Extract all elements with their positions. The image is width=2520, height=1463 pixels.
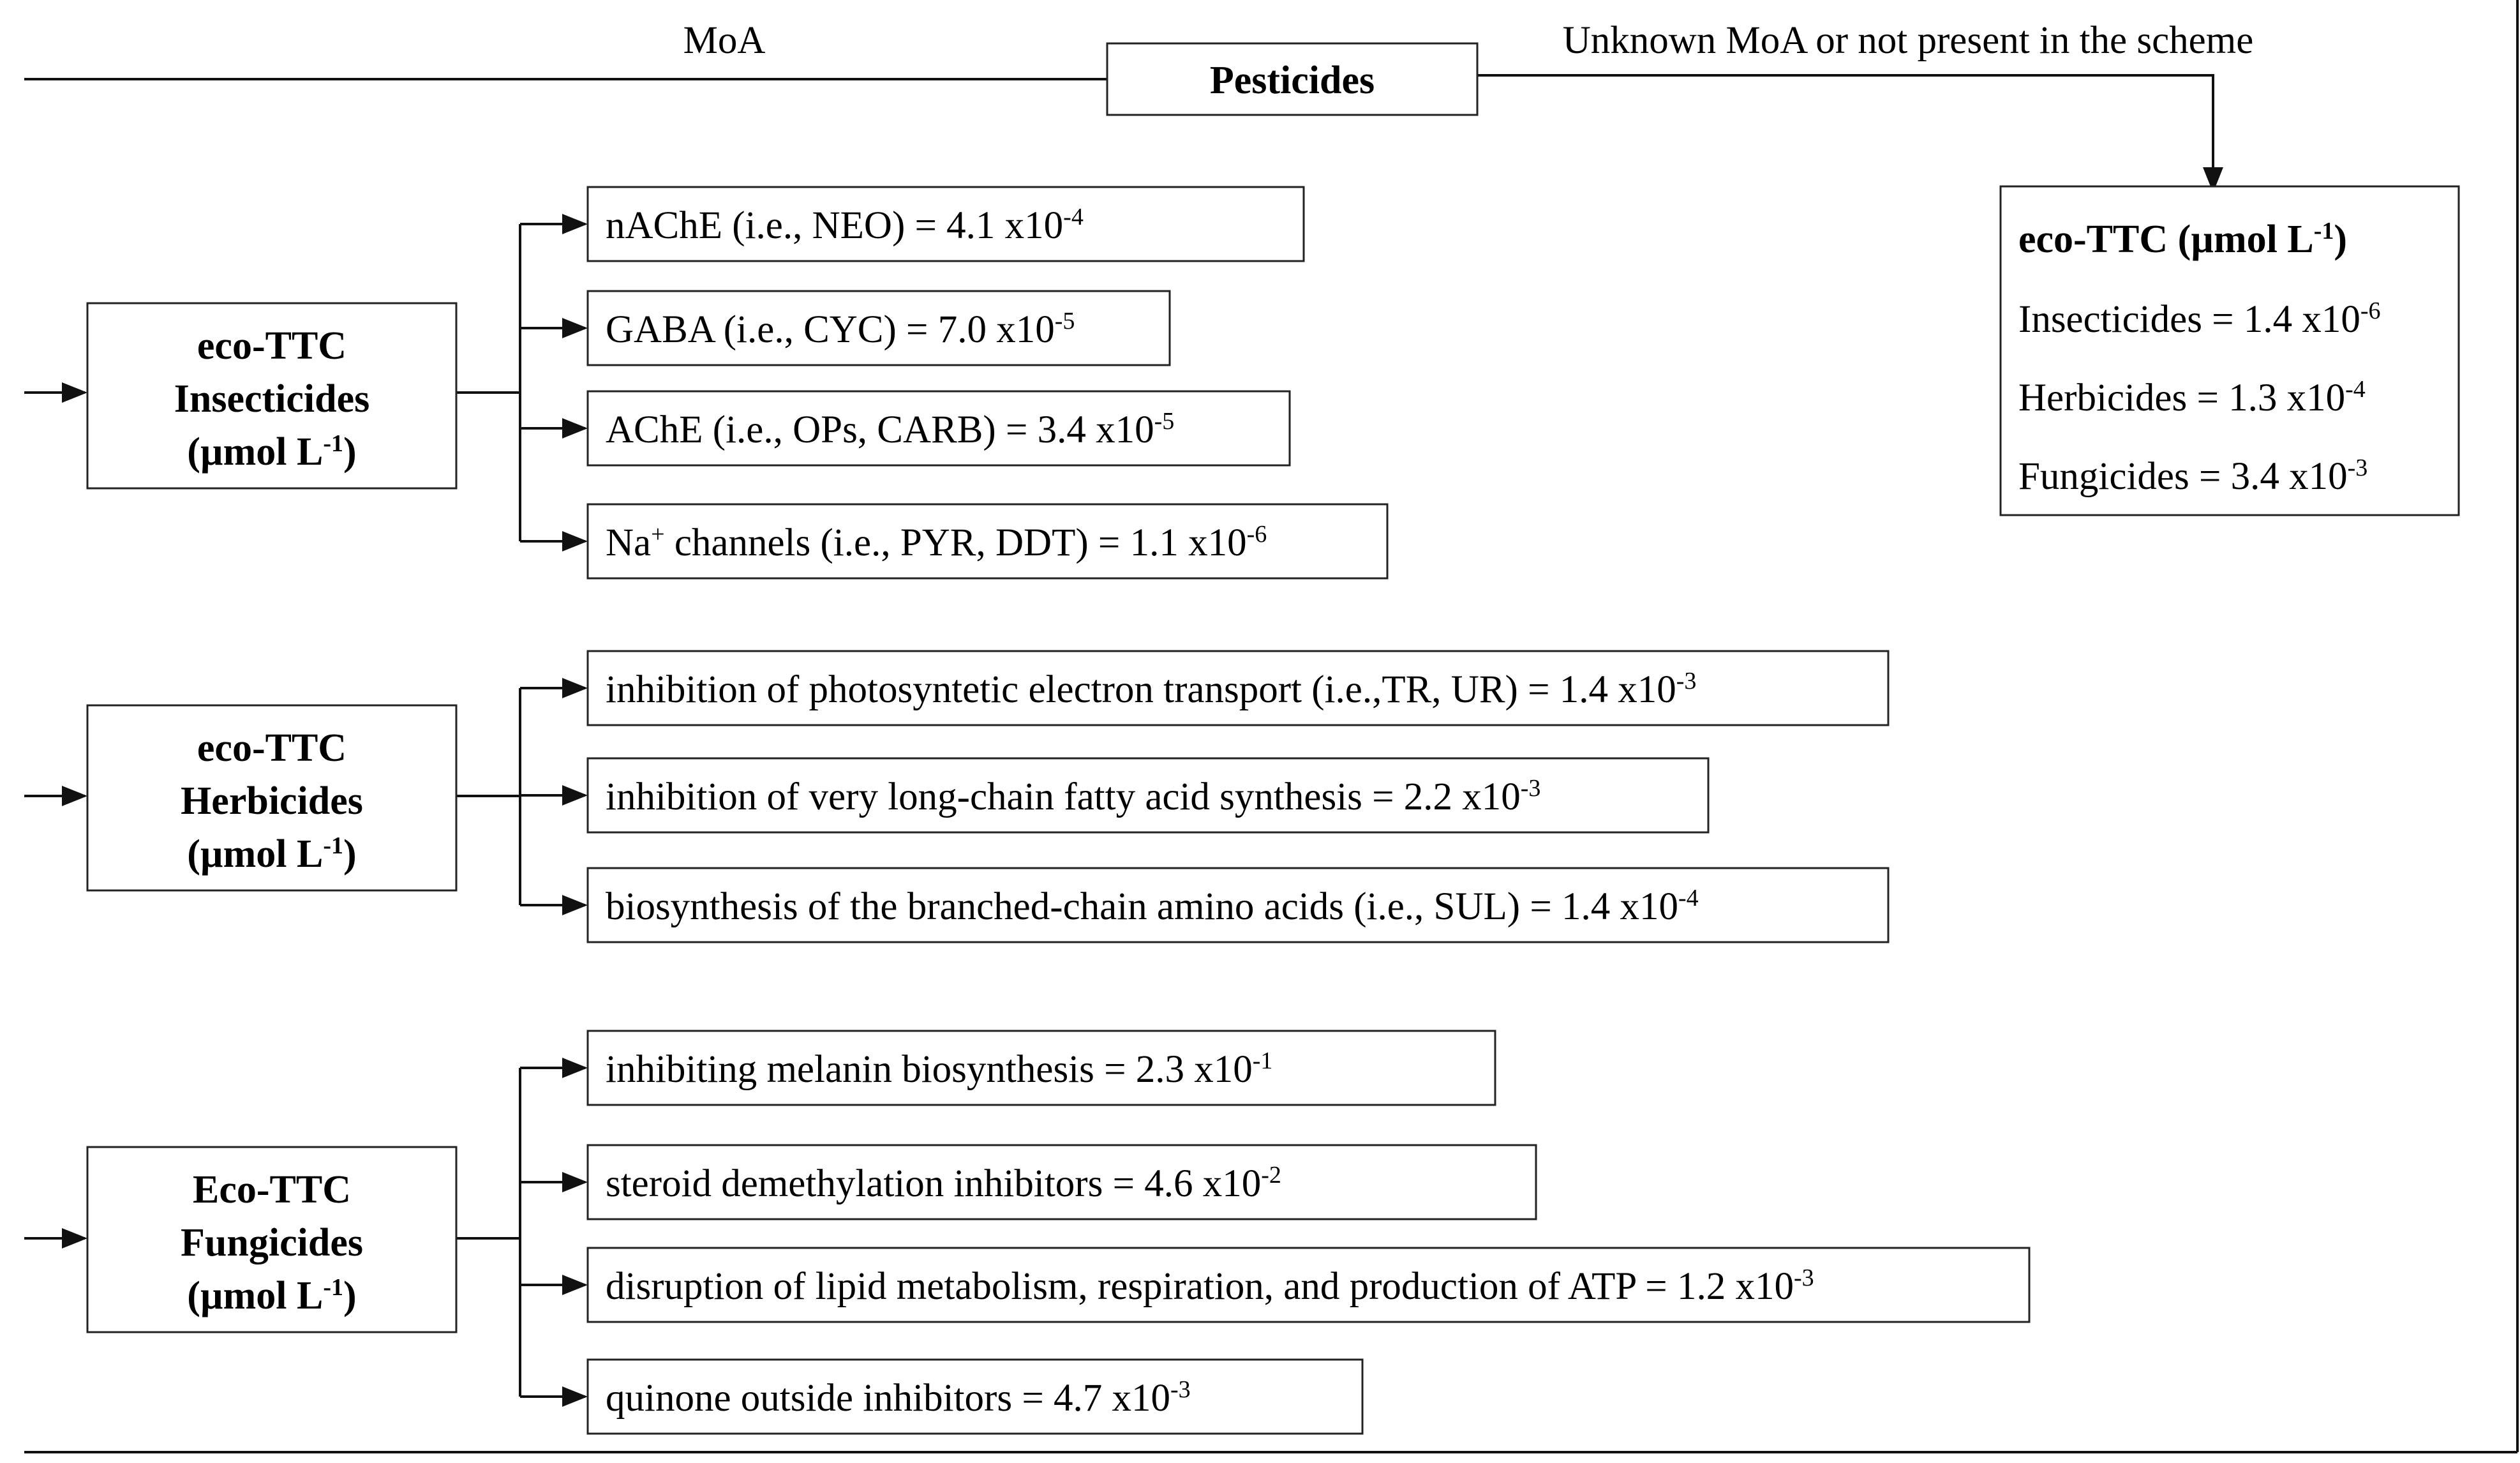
category-unit-label: (µmol L-1) <box>187 832 356 876</box>
moa-value-text: inhibiting melanin biosynthesis = 2.3 x1… <box>606 1047 1272 1091</box>
category-title-line: Insecticides <box>174 377 370 421</box>
unit-close: ) <box>343 832 357 876</box>
unit-base: (µmol L <box>187 1274 323 1317</box>
default-box-item: Insecticides = 1.4 x10-6 <box>2018 297 2381 341</box>
default-box-item: Fungicides = 3.4 x10-3 <box>2018 454 2367 498</box>
herbicides-moa-box: inhibition of photosyntetic electron tra… <box>586 650 1890 726</box>
category-title-line: eco-TTC <box>197 324 347 368</box>
unit-exponent: -1 <box>323 1274 343 1301</box>
fungicides-moa-box: quinone outside inhibitors = 4.7 x10-3 <box>586 1358 1364 1435</box>
insecticides-moa-box: AChE (i.e., OPs, CARB) = 3.4 x10-5 <box>586 390 1291 467</box>
unit-close: ) <box>343 430 357 474</box>
moa-value-text: steroid demethylation inhibitors = 4.6 x… <box>606 1162 1281 1205</box>
unit-exponent: -1 <box>323 430 343 457</box>
text-segment: nAChE (i.e., NEO) = 4.1 x10 <box>606 204 1063 247</box>
moa-label: MoA <box>683 19 766 62</box>
text-segment: inhibition of photosyntetic electron tra… <box>606 668 1676 711</box>
insecticides-category-box: eco-TTC Insecticides (µmol L-1) <box>86 302 458 490</box>
insecticides-moa-box: Na+ channels (i.e., PYR, DDT) = 1.1 x10-… <box>586 503 1389 580</box>
category-title-line: Fungicides <box>181 1221 363 1264</box>
text-segment: disruption of lipid metabolism, respirat… <box>606 1265 1794 1308</box>
superscript-text: -3 <box>1521 775 1541 802</box>
moa-value-text: AChE (i.e., OPs, CARB) = 3.4 x10-5 <box>606 408 1174 451</box>
pesticides-node: Pesticides <box>1106 42 1479 116</box>
moa-value-text: nAChE (i.e., NEO) = 4.1 x10-4 <box>606 204 1084 247</box>
moa-value-text: GABA (i.e., CYC) = 7.0 x10-5 <box>606 308 1075 351</box>
superscript-text: -3 <box>1676 668 1697 694</box>
text-segment: Insecticides = 1.4 x10 <box>2018 298 2360 341</box>
herbicides-group: eco-TTC Herbicides (µmol L-1) inhibition of… <box>86 650 1890 943</box>
text-segment: AChE (i.e., OPs, CARB) = 3.4 x10 <box>606 409 1154 451</box>
category-unit-label: (µmol L-1) <box>187 430 356 474</box>
fungicides-category-box: Eco-TTC Fungicides (µmol L-1) <box>86 1146 458 1333</box>
text-segment: Na <box>606 521 651 564</box>
category-unit-label: (µmol L-1) <box>187 1274 356 1317</box>
pesticides-label: Pesticides <box>1210 59 1375 102</box>
category-title-line: Herbicides <box>181 779 363 823</box>
text-segment: GABA (i.e., CYC) = 7.0 x10 <box>606 308 1055 351</box>
superscript-text: -5 <box>1055 308 1075 334</box>
superscript-text: -4 <box>1678 885 1699 912</box>
superscript-text: -5 <box>1154 408 1175 435</box>
moa-value-text: inhibition of very long-chain fatty acid… <box>606 775 1540 818</box>
superscript-text: -4 <box>1063 204 1084 230</box>
unit-base: eco-TTC (µmol L <box>2018 218 2314 261</box>
fungicides-moa-box: steroid demethylation inhibitors = 4.6 x… <box>586 1144 1537 1220</box>
moa-value-text: disruption of lipid metabolism, respirat… <box>606 1264 1814 1308</box>
moa-value-text: biosynthesis of the branched-chain amino… <box>606 885 1699 928</box>
unknown-moa-edge <box>1477 74 2223 193</box>
fungicides-moa-box: disruption of lipid metabolism, respirat… <box>586 1247 2031 1323</box>
insecticides-moa-box: nAChE (i.e., NEO) = 4.1 x10-4 <box>586 186 1305 262</box>
moa-value-text: quinone outside inhibitors = 4.7 x10-3 <box>606 1376 1191 1420</box>
insecticides-group: eco-TTC Insecticides (µmol L-1) nAChE (i.e.… <box>86 186 1389 580</box>
unit-close: ) <box>2334 218 2347 261</box>
text-segment: inhibiting melanin biosynthesis = 2.3 x1… <box>606 1048 1253 1091</box>
unit-base: (µmol L <box>187 430 323 474</box>
insecticides-moa-box: GABA (i.e., CYC) = 7.0 x10-5 <box>586 290 1171 366</box>
category-title-line: eco-TTC <box>197 726 347 770</box>
superscript-text: + <box>651 521 664 548</box>
default-box-title: eco-TTC (µmol L-1) <box>2018 218 2347 261</box>
superscript-text: -3 <box>2348 454 2368 481</box>
text-segment: quinone outside inhibitors = 4.7 x10 <box>606 1377 1170 1420</box>
herbicides-category-box: eco-TTC Herbicides (µmol L-1) <box>86 704 458 892</box>
herbicides-moa-box: biosynthesis of the branched-chain amino… <box>586 867 1890 943</box>
superscript-text: -3 <box>1794 1264 1814 1291</box>
text-segment: Herbicides = 1.3 x10 <box>2018 377 2345 419</box>
superscript-text: -3 <box>1170 1376 1191 1403</box>
superscript-text: -4 <box>2345 376 2366 403</box>
text-segment: inhibition of very long-chain fatty acid… <box>606 776 1521 818</box>
text-segment: steroid demethylation inhibitors = 4.6 x… <box>606 1162 1261 1205</box>
text-segment: channels (i.e., PYR, DDT) = 1.1 x10 <box>665 521 1247 564</box>
category-title-line: Eco-TTC <box>193 1168 351 1212</box>
fungicides-moa-box: inhibiting melanin biosynthesis = 2.3 x1… <box>586 1030 1496 1106</box>
moa-value-text: Na+ channels (i.e., PYR, DDT) = 1.1 x10-… <box>606 521 1267 564</box>
unknown-moa-label: Unknown MoA or not present in the scheme <box>1563 19 2254 62</box>
default-eco-ttc-box: eco-TTC (µmol L-1) Insecticides = 1.4 x10… <box>1999 185 2460 516</box>
text-segment: Fungicides = 3.4 x10 <box>2018 455 2348 498</box>
unit-exponent: -1 <box>323 832 343 859</box>
unit-base: (µmol L <box>187 832 323 876</box>
superscript-text: -6 <box>2360 297 2381 324</box>
superscript-text: -1 <box>1253 1047 1273 1074</box>
unit-exponent: -1 <box>2314 218 2334 244</box>
unit-close: ) <box>343 1274 357 1317</box>
default-box-item: Herbicides = 1.3 x10-4 <box>2018 376 2366 419</box>
superscript-text: -2 <box>1261 1162 1281 1189</box>
text-segment: biosynthesis of the branched-chain amino… <box>606 885 1678 928</box>
superscript-text: -6 <box>1247 521 1267 548</box>
moa-value-text: inhibition of photosyntetic electron tra… <box>606 668 1696 711</box>
herbicides-moa-box: inhibition of very long-chain fatty acid… <box>586 757 1710 834</box>
